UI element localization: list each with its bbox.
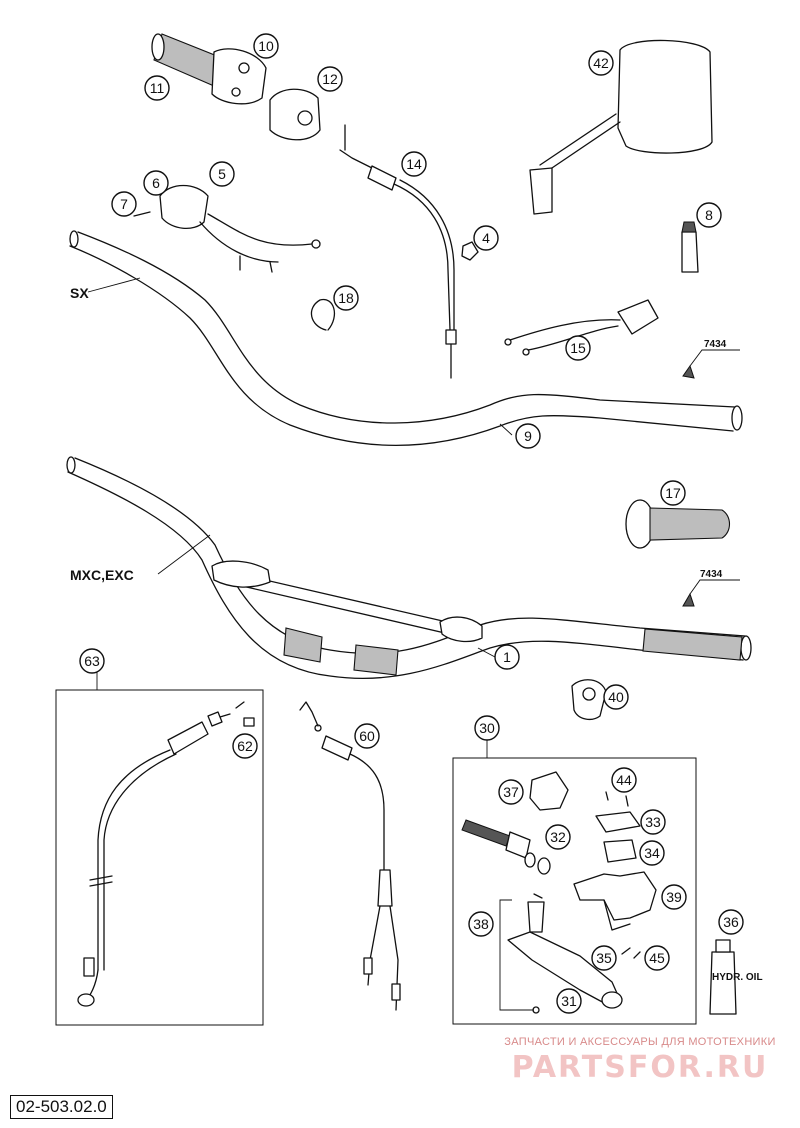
callout-37: 37 xyxy=(498,779,524,805)
adhesive-tube xyxy=(681,221,699,273)
callout-40: 40 xyxy=(603,684,629,710)
callout-10: 10 xyxy=(253,33,279,59)
svg-text:36: 36 xyxy=(723,914,739,930)
svg-text:63: 63 xyxy=(84,653,100,669)
throttle-assembly xyxy=(151,33,267,105)
drawing-number: 02-503.02.0 xyxy=(10,1095,113,1119)
svg-text:9: 9 xyxy=(524,428,532,444)
svg-text:38: 38 xyxy=(473,916,489,932)
svg-text:12: 12 xyxy=(322,71,338,87)
watermark-logo: PARTSFOR.RU xyxy=(511,1050,769,1085)
svg-text:42: 42 xyxy=(593,55,609,71)
mirror xyxy=(529,39,713,215)
throttle-cable xyxy=(339,124,457,379)
svg-text:34: 34 xyxy=(644,845,660,861)
handlebar-grip xyxy=(625,499,731,549)
clamp-40 xyxy=(571,679,607,721)
handlebar-mxc-exc xyxy=(66,456,752,680)
svg-text:11: 11 xyxy=(150,80,165,96)
brake-master-cylinder-30 xyxy=(461,771,657,1014)
callout-35: 35 xyxy=(591,945,617,971)
callout-18: 18 xyxy=(333,285,359,311)
svg-text:17: 17 xyxy=(665,485,681,501)
callout-5: 5 xyxy=(209,161,235,187)
callout-14: 14 xyxy=(401,151,427,177)
callout-45: 45 xyxy=(644,945,670,971)
leader-lines xyxy=(87,277,513,758)
callout-7: 7 xyxy=(111,191,137,217)
callout-44: 44 xyxy=(611,767,637,793)
svg-text:33: 33 xyxy=(645,814,661,830)
callout-31: 31 xyxy=(556,988,582,1014)
svg-text:8: 8 xyxy=(705,207,713,223)
throttle-cover xyxy=(269,88,321,141)
watermark-caption: ЗАПЧАСТИ И АКСЕССУАРЫ ДЛЯ МОТОТЕХНИКИ xyxy=(504,1036,776,1048)
callout-32: 32 xyxy=(545,824,571,850)
ref-marker-top xyxy=(682,364,695,379)
callout-33: 33 xyxy=(640,809,666,835)
svg-text:4: 4 xyxy=(482,230,490,246)
svg-text:7: 7 xyxy=(120,196,128,212)
group-box-30 xyxy=(452,757,697,1025)
callout-63: 63 xyxy=(79,648,105,674)
callout-8: 8 xyxy=(696,202,722,228)
callout-12: 12 xyxy=(317,66,343,92)
callout-62: 62 xyxy=(232,733,258,759)
clutch-cable-63 xyxy=(77,701,255,1007)
label-sx: SX xyxy=(70,285,89,301)
svg-text:40: 40 xyxy=(608,689,624,705)
label-ref-top: 7434 xyxy=(704,339,727,350)
light-switch xyxy=(504,299,659,356)
svg-text:62: 62 xyxy=(237,738,253,754)
svg-text:5: 5 xyxy=(218,166,226,182)
callout-42: 42 xyxy=(588,50,614,76)
callout-15: 15 xyxy=(565,335,591,361)
kill-switch-assembly xyxy=(133,184,321,273)
svg-text:1: 1 xyxy=(503,649,511,665)
bottle-label: HYDR. OIL xyxy=(712,972,763,983)
label-mxc-exc: MXC,EXC xyxy=(70,567,134,583)
ref-marker-bottom xyxy=(682,592,695,607)
svg-text:44: 44 xyxy=(616,772,632,788)
svg-text:35: 35 xyxy=(596,950,612,966)
hydraulic-oil-bottle: HYDR. OIL xyxy=(709,939,763,1015)
callout-6: 6 xyxy=(143,170,169,196)
svg-text:37: 37 xyxy=(503,784,519,800)
watermark: ЗАПЧАСТИ И АКСЕССУАРЫ ДЛЯ МОТОТЕХНИКИ PA… xyxy=(490,1036,790,1085)
svg-text:39: 39 xyxy=(666,889,682,905)
callout-9: 9 xyxy=(515,423,541,449)
handlebar-sx xyxy=(69,230,743,446)
callout-60: 60 xyxy=(354,723,380,749)
hot-start-cable-60 xyxy=(299,701,401,1011)
svg-text:18: 18 xyxy=(338,290,354,306)
cable-nut xyxy=(461,241,479,261)
svg-text:60: 60 xyxy=(359,728,375,744)
svg-text:30: 30 xyxy=(479,720,495,736)
svg-text:32: 32 xyxy=(550,829,566,845)
callout-1: 1 xyxy=(494,644,520,670)
callout-11: 11 xyxy=(144,75,170,101)
svg-text:45: 45 xyxy=(649,950,665,966)
svg-text:10: 10 xyxy=(258,38,274,54)
callout-17: 17 xyxy=(660,480,686,506)
svg-text:15: 15 xyxy=(570,340,586,356)
callout-30: 30 xyxy=(474,715,500,741)
svg-text:6: 6 xyxy=(152,175,160,191)
callout-38: 38 xyxy=(468,911,494,937)
callout-34: 34 xyxy=(639,840,665,866)
svg-text:31: 31 xyxy=(561,993,577,1009)
svg-text:14: 14 xyxy=(406,156,422,172)
callout-36: 36 xyxy=(718,909,744,935)
retaining-ring xyxy=(310,298,336,331)
group-box-63 xyxy=(55,689,264,1026)
label-ref-bottom: 7434 xyxy=(700,569,723,580)
callout-39: 39 xyxy=(661,884,687,910)
callout-4: 4 xyxy=(473,225,499,251)
